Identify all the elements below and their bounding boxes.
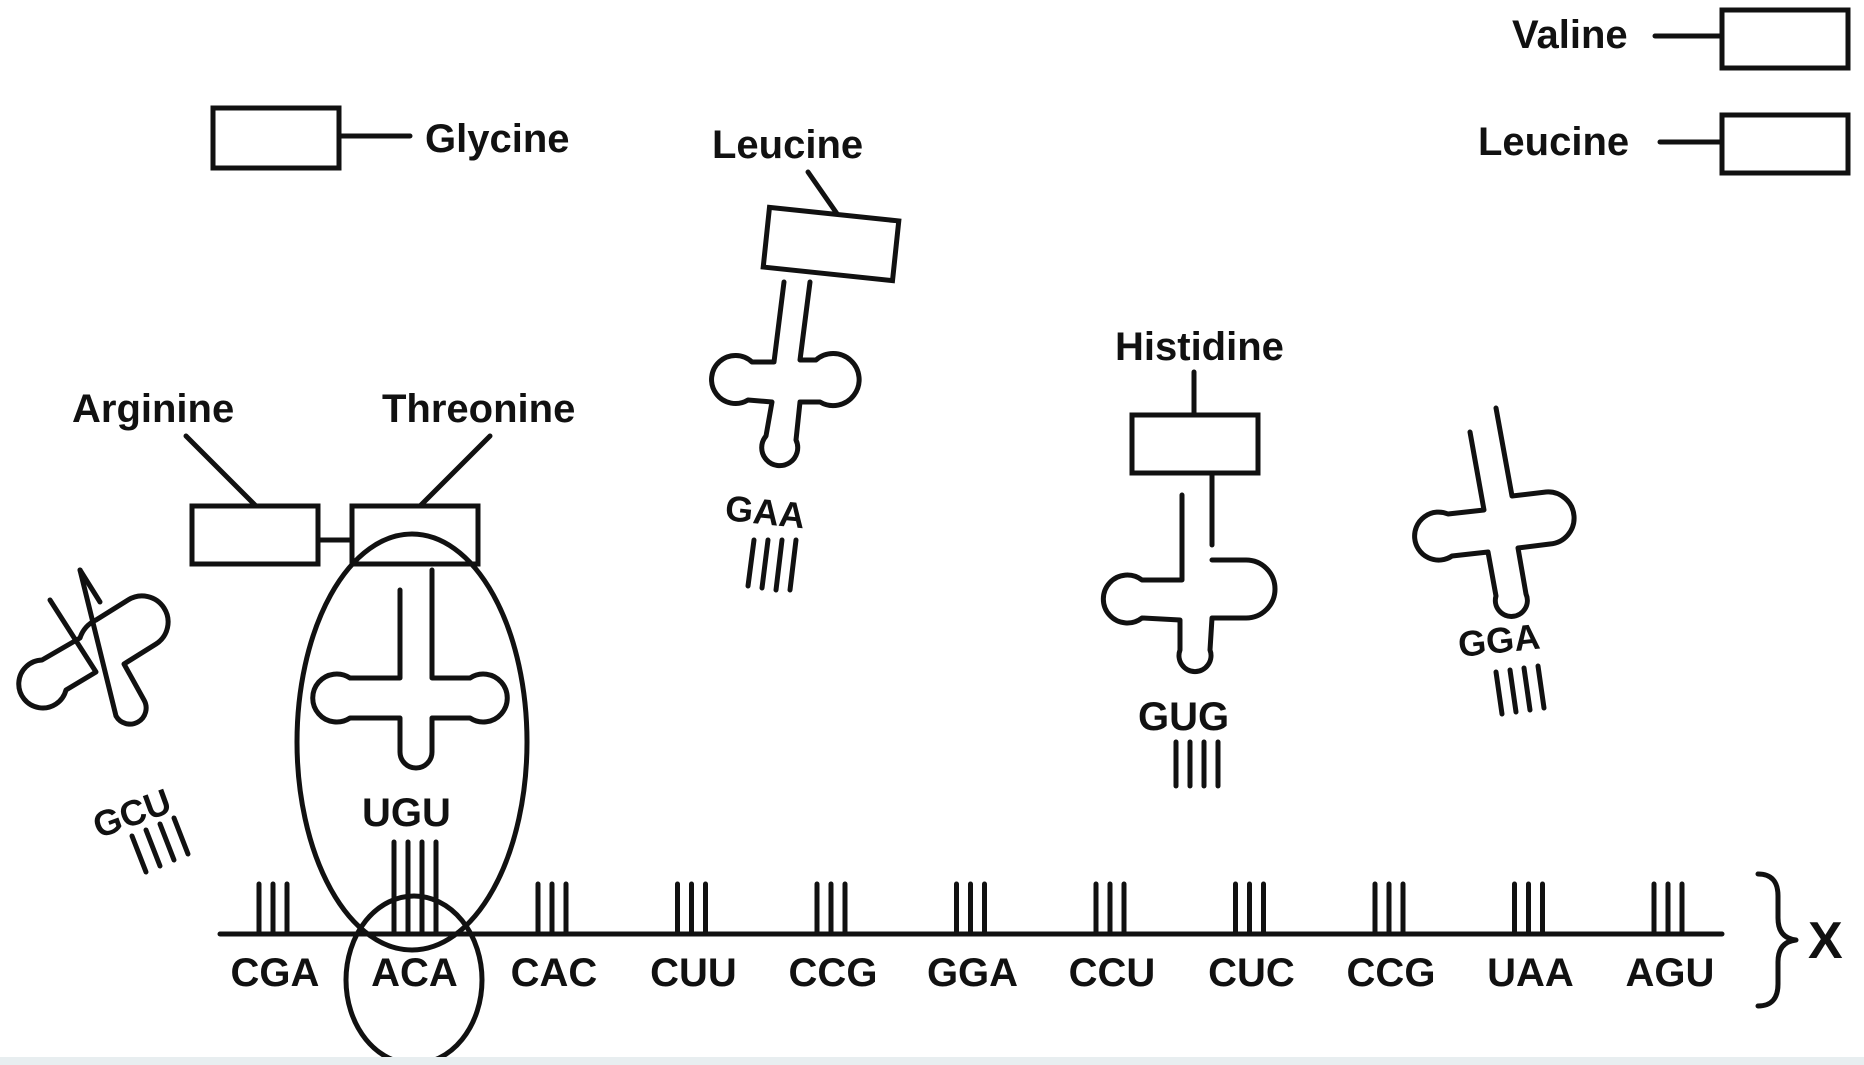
valine-label: Valine	[1512, 13, 1628, 57]
threonine-label: Threonine	[382, 387, 575, 431]
codon-1: CGA	[231, 881, 320, 995]
bottom-edge-band	[0, 1057, 1864, 1065]
threonine-pointer	[417, 433, 493, 509]
glycine-box	[210, 105, 342, 171]
codon-label: CCG	[1347, 951, 1436, 995]
strand-bracket: X	[1755, 871, 1843, 1009]
mrna-strand: CGA ACA CAC CUU CCG GGA CCU CUC CCG UAA AGU	[217, 881, 1725, 995]
gga-base-pairs	[1493, 663, 1547, 717]
codon-2: ACA	[371, 951, 458, 995]
codon-label: ACA	[371, 951, 458, 995]
codon-label: AGU	[1626, 951, 1715, 995]
glycine-label: Glycine	[425, 117, 570, 161]
glycine-key: Glycine	[210, 105, 570, 171]
gga-trna-body	[1412, 405, 1577, 619]
gga-anticodon: GGA	[1456, 616, 1542, 665]
arginine-pointer	[183, 433, 259, 509]
trna-gga: GGA	[1412, 405, 1577, 717]
codon-label: CGA	[231, 951, 320, 995]
codon-5: CCG	[789, 881, 878, 995]
leucine-key: Leucine	[1478, 112, 1851, 176]
trna-gcu: GCU	[16, 567, 191, 875]
histidine-amino-acid-box	[1129, 412, 1261, 476]
trna-leucine: Leucine GAA	[709, 123, 902, 593]
gaa-base-pairs	[745, 537, 799, 593]
gcu-base-pairs	[129, 815, 191, 875]
leucine-key-box	[1719, 112, 1851, 176]
ugu-base-pairs	[391, 839, 439, 935]
ugu-anticodon: UGU	[362, 791, 451, 835]
leucine-trna-body	[709, 279, 862, 469]
codon-label: CCG	[789, 951, 878, 995]
codon-label: CUC	[1208, 951, 1295, 995]
codon-11: AGU	[1626, 881, 1715, 995]
leucine-key-label: Leucine	[1478, 120, 1629, 164]
ugu-trna-body	[310, 567, 510, 771]
bracket-shape	[1755, 871, 1799, 1009]
codon-label: CAC	[511, 951, 598, 995]
arginine-amino-acid-box	[189, 503, 321, 567]
codon-label: GGA	[927, 951, 1018, 995]
ribosome-large-subunit	[294, 531, 530, 953]
leucine-trna-pointer	[805, 169, 843, 221]
gug-anticodon: GUG	[1138, 695, 1229, 739]
leucine-trna-label: Leucine	[712, 123, 863, 167]
histidine-label: Histidine	[1115, 325, 1284, 369]
codon-6: GGA	[927, 881, 1018, 995]
codon-9: CCG	[1347, 881, 1436, 995]
codon-3: CAC	[511, 881, 598, 995]
gcu-trna-body	[16, 567, 171, 727]
histidine-trna-body	[1100, 492, 1278, 674]
codon-label: CUU	[650, 951, 737, 995]
arginine-label: Arginine	[72, 387, 234, 431]
codon-list: CGA ACA CAC CUU CCG GGA CCU CUC CCG UAA AGU	[231, 881, 1715, 995]
codon-4: CUU	[650, 881, 737, 995]
codon-10: UAA	[1487, 881, 1574, 995]
gug-base-pairs	[1173, 739, 1221, 789]
codon-8: CUC	[1208, 881, 1295, 995]
ribosome-complex: Arginine Threonine UGU	[72, 387, 575, 1065]
bracket-label: X	[1808, 912, 1843, 970]
codon-label: UAA	[1487, 951, 1574, 995]
codon-7: CCU	[1069, 881, 1156, 995]
gcu-trna-stem	[77, 567, 103, 605]
valine-key: Valine	[1512, 7, 1851, 71]
valine-box	[1719, 7, 1851, 71]
trna-histidine: Histidine GUG	[1100, 325, 1284, 789]
gaa-anticodon: GAA	[723, 487, 807, 536]
leucine-amino-acid-box	[760, 204, 902, 284]
codon-label: CCU	[1069, 951, 1156, 995]
